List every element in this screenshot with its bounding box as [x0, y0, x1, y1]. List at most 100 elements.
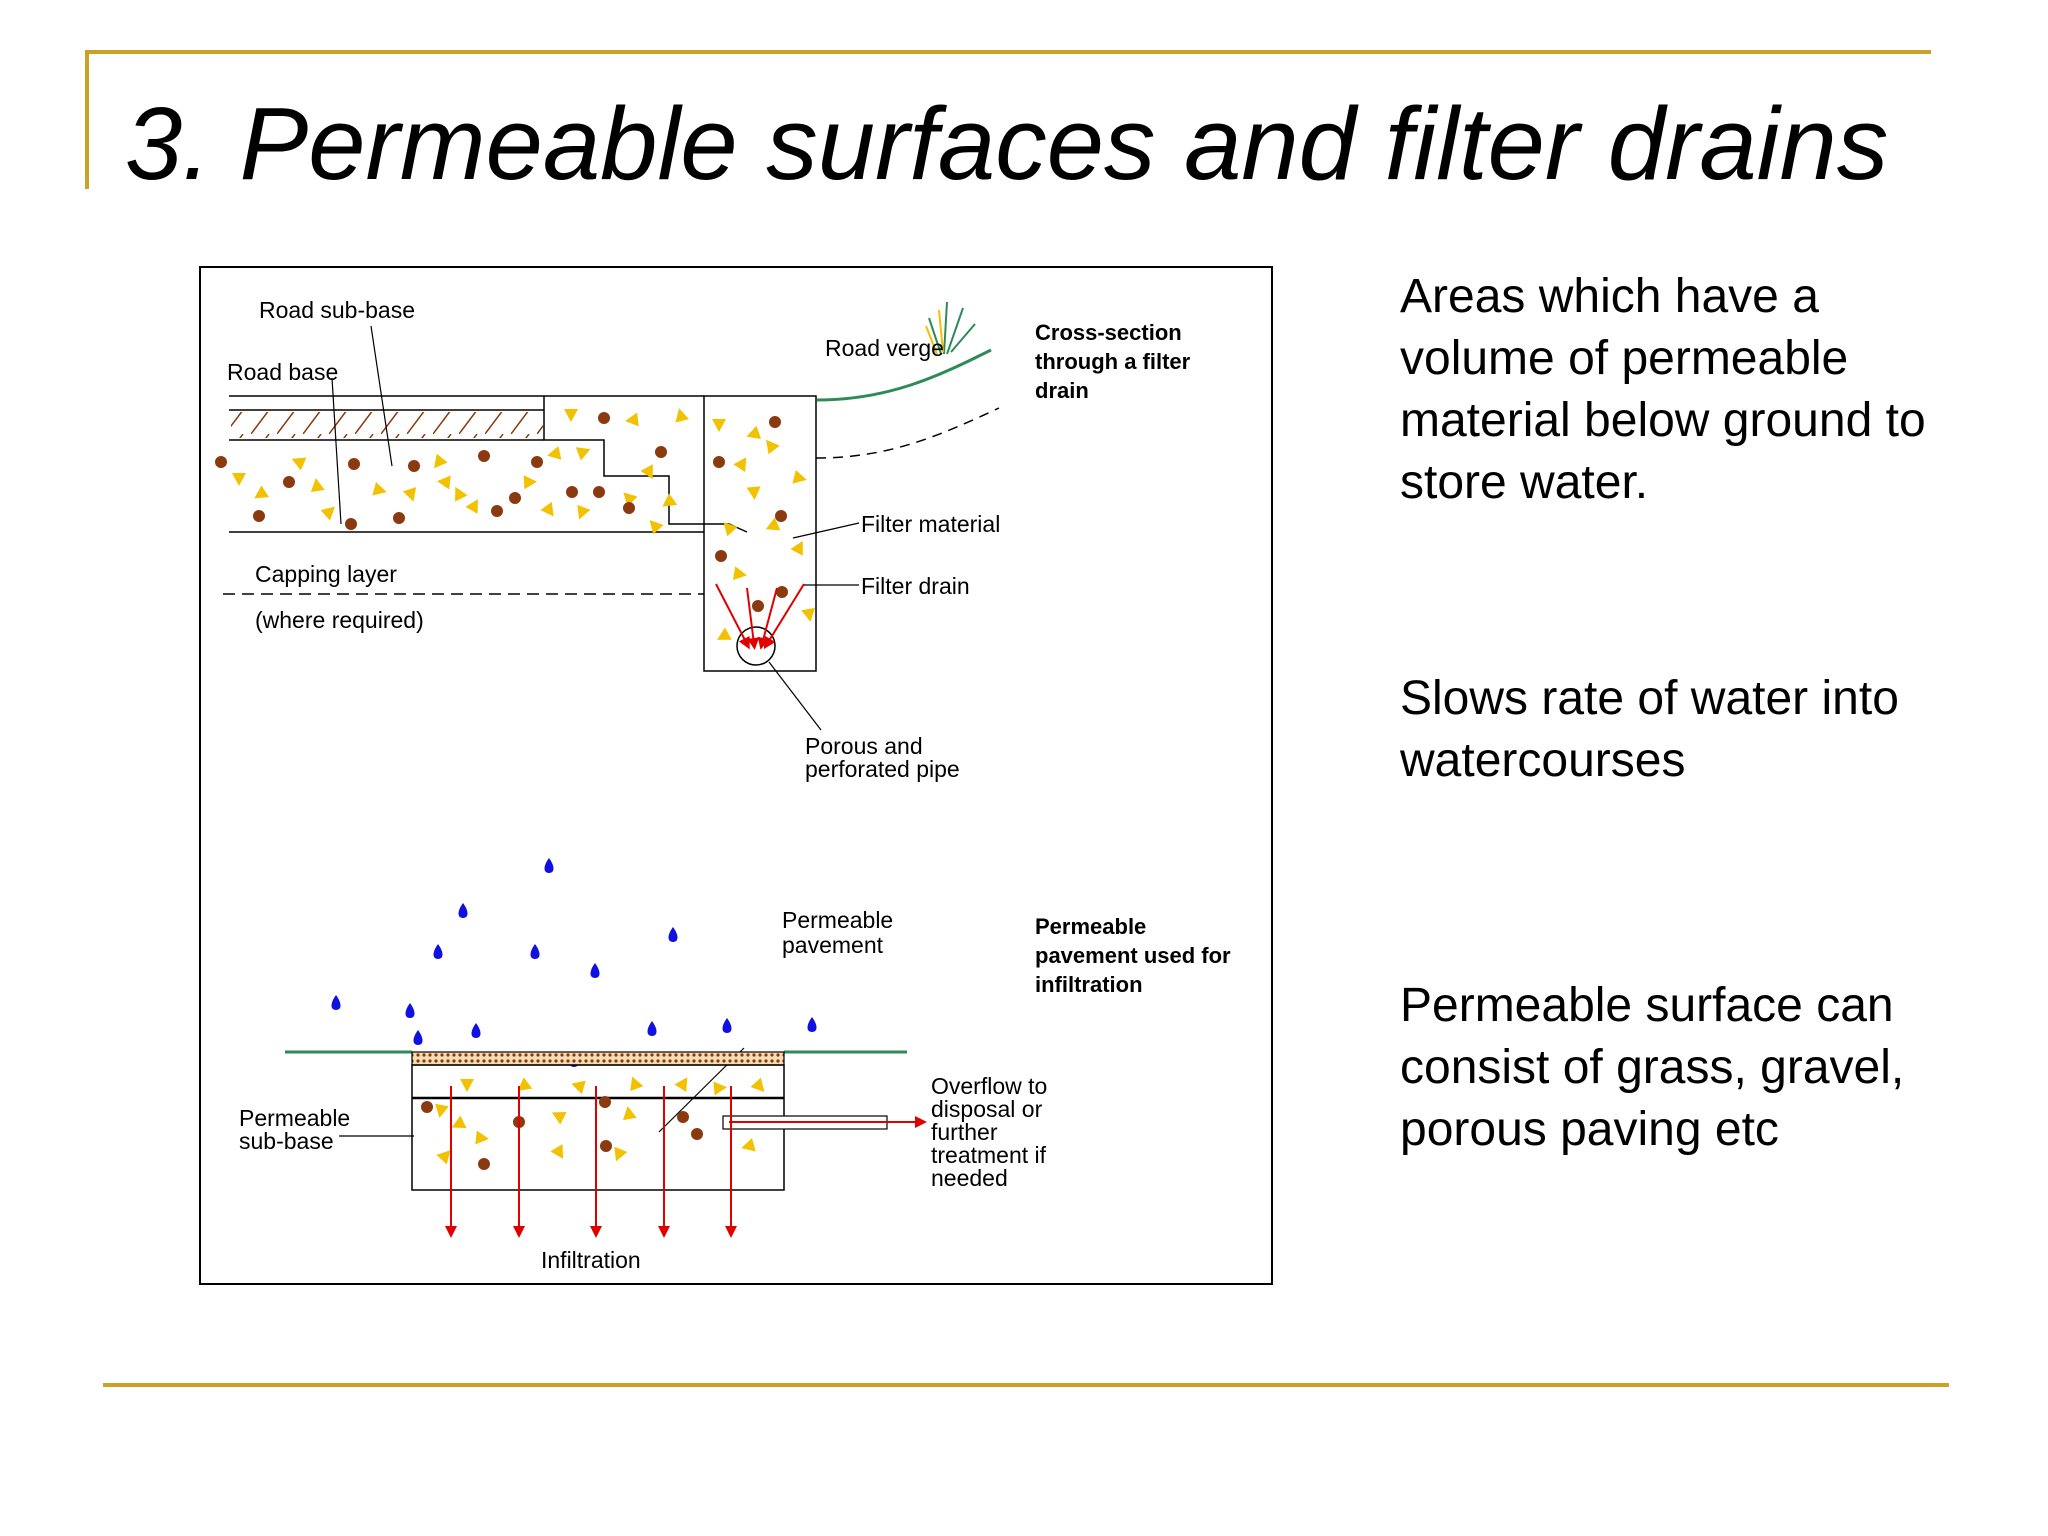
gravel-stone [408, 460, 420, 472]
label-road-verge: Road verge [825, 335, 944, 361]
gravel-chip [517, 1077, 533, 1091]
gravel-stone [566, 486, 578, 498]
gravel-chip [766, 439, 780, 455]
road-gravel [215, 408, 690, 535]
gravel-stone [593, 486, 605, 498]
gravel-stone [478, 450, 490, 462]
gravel-chip [765, 517, 781, 531]
bullet-slows-rate: Slows rate of water into watercourses [1400, 672, 1899, 787]
gravel-stone [677, 1111, 689, 1123]
road-verge-ground [816, 348, 992, 402]
gravel-chip [577, 504, 591, 520]
gravel-chip [746, 425, 762, 439]
gravel-chip [455, 486, 468, 502]
rain-drop [413, 1030, 423, 1045]
gravel-chip [320, 506, 335, 521]
gravel-stone [283, 476, 295, 488]
drainage-diagram: Road sub-base Road base Road verge Cappi… [199, 266, 1273, 1285]
gravel-chip [372, 481, 387, 496]
gravel-chip [435, 1103, 449, 1118]
left-rule [85, 50, 89, 189]
gravel-chip [674, 1077, 688, 1092]
label-road-base: Road base [227, 359, 338, 385]
rain-drop [807, 1017, 817, 1032]
gravel-chip [433, 453, 448, 469]
gravel-chip [712, 419, 726, 432]
label-infiltration: Infiltration [541, 1247, 641, 1273]
gravel-chip [465, 499, 478, 514]
gravel-chip [792, 469, 807, 484]
infiltration-arrows [445, 1086, 737, 1238]
gravel-chip [662, 493, 678, 507]
gravel-chip [523, 475, 537, 490]
gravel-chip [790, 540, 803, 556]
rain-drop [530, 944, 540, 959]
gravel-chip [232, 473, 246, 486]
gravel-stone [598, 412, 610, 424]
gravel-stone [775, 510, 787, 522]
bullet-surface-types: Permeable surface can consist of grass, … [1400, 979, 1905, 1156]
top-rule [85, 50, 1931, 54]
grass-tuft [928, 301, 976, 355]
gravel-chip [540, 501, 554, 517]
gravel-chip [575, 447, 591, 461]
heading-pavement-2: pavement used for [1035, 943, 1231, 968]
label-road-sub-base: Road sub-base [259, 297, 415, 323]
gravel-chip [622, 1106, 637, 1121]
permeable-pavement-layer [411, 1051, 785, 1066]
heading-filter-drain-3: drain [1035, 378, 1089, 403]
gravel-chip [713, 1081, 727, 1096]
label-porous-pipe-2: perforated pipe [805, 756, 960, 782]
gravel-chip [733, 457, 747, 473]
gravel-stone [776, 586, 788, 598]
label-filter-material: Filter material [861, 511, 1000, 537]
rain-drop [722, 1018, 732, 1033]
gravel-chip [723, 522, 738, 537]
gravel-chip [675, 408, 690, 423]
rain-drop [405, 1003, 415, 1018]
gravel-stone [345, 518, 357, 530]
gravel-stone [623, 502, 635, 514]
gravel-stone [478, 1158, 490, 1170]
label-permeable-sub-base-2: sub-base [239, 1128, 334, 1154]
gravel-chip [310, 478, 325, 493]
gravel-chip [460, 1079, 474, 1092]
gravel-chip [291, 457, 307, 471]
gravel-chip [475, 1130, 489, 1145]
gravel-stone [655, 446, 667, 458]
gravel-stone [691, 1128, 703, 1140]
slide-title: 3. Permeable surfaces and filter drains [125, 86, 1889, 201]
gravel-stone [253, 510, 265, 522]
rain-drop [647, 1021, 657, 1036]
gravel-stone [752, 600, 764, 612]
gravel-stone [769, 416, 781, 428]
label-porous-pipe-1: Porous and [805, 733, 923, 759]
label-permeable-pavement-2: pavement [782, 932, 884, 958]
gravel-chip [564, 409, 578, 422]
rain-drop [471, 1023, 481, 1038]
gravel-stone [715, 550, 727, 562]
gravel-chip [550, 1144, 564, 1159]
gravel-chip [451, 1115, 467, 1129]
gravel-stone [509, 492, 521, 504]
gravel-chip [402, 487, 417, 502]
heading-pavement-3: infiltration [1035, 972, 1143, 997]
label-overflow-2: disposal or [931, 1096, 1043, 1122]
rain-drop [458, 903, 468, 918]
gravel-chip [551, 1112, 567, 1125]
drain-water-arrows [715, 583, 805, 650]
rain-drop [433, 944, 443, 959]
rain-drop [544, 858, 554, 873]
heading-filter-drain-1: Cross-section [1035, 320, 1182, 345]
gravel-stone [491, 505, 503, 517]
gravel-chip [640, 464, 653, 480]
gravel-stone [421, 1101, 433, 1113]
gravel-chip [746, 486, 761, 500]
filter-drain-trench [703, 395, 817, 672]
label-where-required: (where required) [255, 607, 424, 633]
filter-drain-section: Road sub-base Road base Road verge Cappi… [215, 297, 1191, 1137]
gravel-chip [750, 1077, 765, 1092]
gravel-chip [741, 1137, 756, 1152]
gravel-stone [713, 456, 725, 468]
gravel-chip [571, 1080, 586, 1095]
